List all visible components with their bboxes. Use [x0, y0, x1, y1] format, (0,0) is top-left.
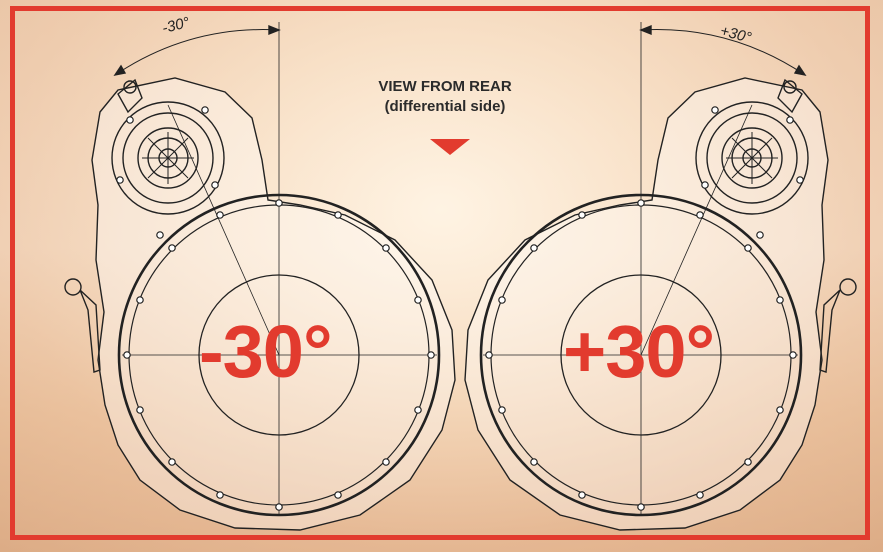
left-big-angle-label: -30° — [199, 310, 333, 393]
view-caption: VIEW FROM REAR (differential side) — [355, 77, 535, 117]
red-border-frame — [10, 6, 870, 540]
left-motor-drawing — [64, 22, 456, 531]
view-caption-line2: (differential side) — [384, 98, 506, 115]
view-caption-line1: VIEW FROM REAR — [378, 78, 512, 95]
down-arrow-icon — [430, 139, 470, 155]
right-big-angle-label: +30° — [563, 310, 715, 393]
right-motor-drawing — [464, 22, 857, 531]
